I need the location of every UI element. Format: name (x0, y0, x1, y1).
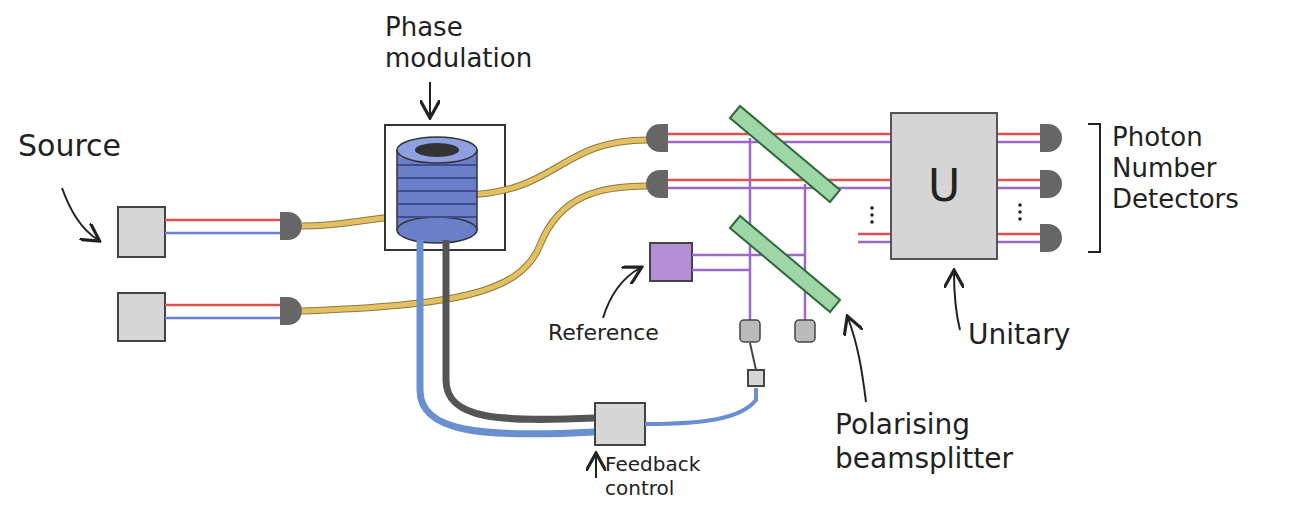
callout-label: Polarising beamsplitter (835, 408, 1075, 475)
node-text: U (928, 162, 960, 210)
unitary-box: U (890, 112, 998, 260)
callout-label: Reference (548, 320, 678, 346)
callout-label: Phase modulation (385, 12, 615, 74)
callout-label: Source (18, 128, 158, 164)
callout-label: Feedback control (605, 452, 715, 500)
callout-label: Photon Number Detectors (1112, 122, 1286, 216)
callout-label: Unitary (968, 318, 1108, 352)
